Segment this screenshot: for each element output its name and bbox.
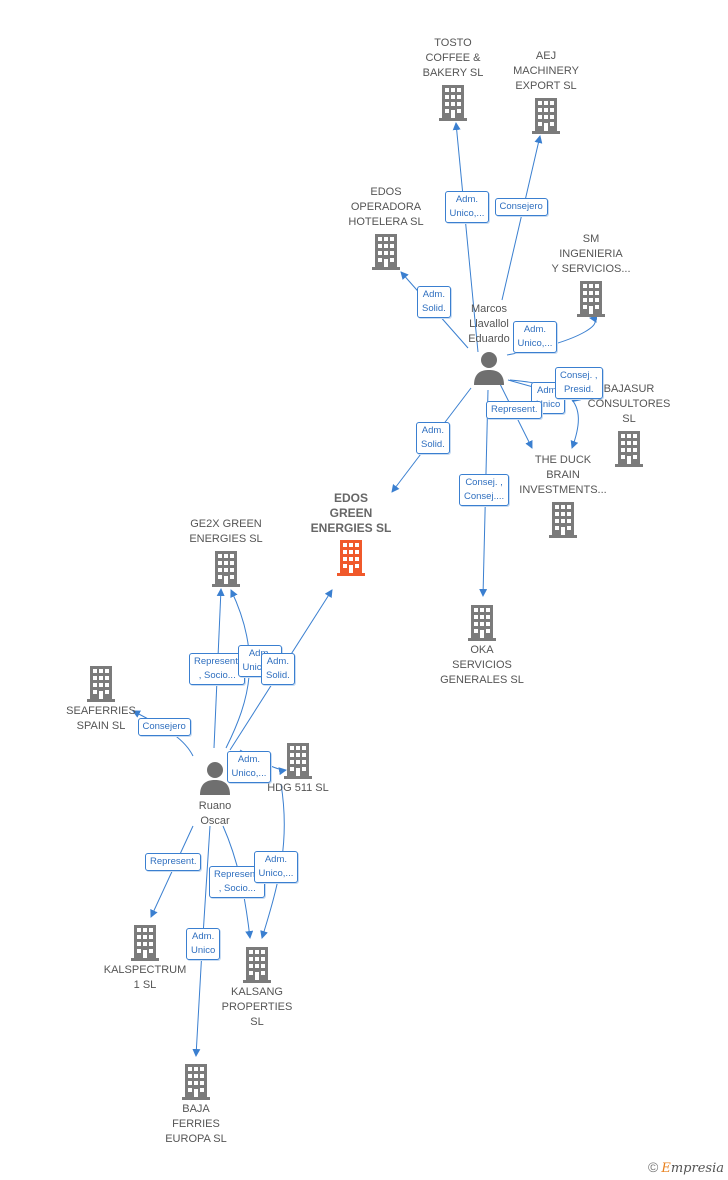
building-icon-duck[interactable] — [549, 502, 577, 538]
edge-marcos-tosto — [452, 122, 479, 353]
building-icon-tosto[interactable] — [439, 85, 467, 121]
edge-ruano-kalspectrum — [150, 825, 194, 918]
edge-label[interactable]: Adm. Unico — [186, 928, 221, 960]
node-label-marcos[interactable]: Marcos Llavallol Eduardo — [468, 303, 510, 345]
node-label-kalsang[interactable]: KALSANG PROPERTIES SL — [221, 986, 293, 1028]
edge-label[interactable]: Adm. Unico,... — [444, 191, 490, 223]
edge-marcos-aej — [501, 135, 543, 301]
edge-label[interactable]: Adm. Unico,... — [253, 851, 299, 883]
person-icon-ruano[interactable] — [200, 762, 230, 795]
node-label-baja[interactable]: BAJA FERRIES EUROPA SL — [165, 1103, 227, 1145]
node-label-bajasur[interactable]: BAJASUR CONSULTORES SL — [587, 383, 671, 425]
brand-logo-text: mpresia — [670, 1161, 724, 1176]
edge-label[interactable]: Adm. Unico,... — [226, 751, 272, 783]
node-label-duck[interactable]: THE DUCK BRAIN INVESTMENTS... — [519, 454, 607, 496]
building-icon-oka[interactable] — [468, 605, 496, 641]
edge-label[interactable]: Adm. Solid. — [416, 422, 450, 454]
brand-footer: ©Empresia — [648, 1159, 724, 1176]
edge-label[interactable]: Adm. Solid. — [417, 286, 451, 318]
node-label-sm[interactable]: SM INGENIERIA Y SERVICIOS... — [551, 233, 631, 275]
building-icon-seaferries[interactable] — [87, 666, 115, 702]
person-icon-marcos[interactable] — [474, 352, 504, 385]
edge-label[interactable]: Adm. Unico,... — [512, 321, 558, 353]
building-icon-kalsang[interactable] — [243, 947, 271, 983]
node-label-oka[interactable]: OKA SERVICIOS GENERALES SL — [440, 644, 524, 686]
node-label-seaferries[interactable]: SEAFERRIES SPAIN SL — [66, 705, 136, 732]
building-icon-ge2x[interactable] — [212, 551, 240, 587]
edge-label[interactable]: Consej. , Presid. — [555, 367, 603, 399]
copyright-icon: © — [648, 1159, 659, 1175]
node-label-ge2x[interactable]: GE2X GREEN ENERGIES SL — [189, 518, 263, 545]
node-label-hdg[interactable]: HDG 511 SL — [267, 782, 329, 794]
node-label-ruano[interactable]: Ruano Oscar — [198, 800, 232, 827]
node-label-tosto[interactable]: TOSTO COFFEE & BAKERY SL — [422, 37, 484, 79]
edge-label[interactable]: Represent. — [486, 401, 543, 419]
node-label-edos_op[interactable]: EDOS OPERADORA HOTELERA SL — [348, 186, 424, 228]
edge-label[interactable]: Represent. , Socio... — [189, 653, 246, 685]
building-icon-edos_op[interactable] — [372, 234, 400, 270]
building-icon-hdg[interactable] — [284, 743, 312, 779]
building-icon-aej[interactable] — [532, 98, 560, 134]
edge-label[interactable]: Represent. — [145, 853, 202, 871]
edge-label[interactable]: Consejero — [137, 718, 191, 736]
building-icon-kalspectrum[interactable] — [131, 925, 159, 961]
building-icon-edos_green[interactable] — [337, 540, 365, 576]
brand-logo-e: E — [661, 1161, 671, 1176]
building-icon-sm[interactable] — [577, 281, 605, 317]
node-label-kalspectrum[interactable]: KALSPECTRUM 1 SL — [103, 964, 187, 991]
edge-label[interactable]: Consej. , Consej.... — [459, 474, 510, 506]
edge-label[interactable]: Adm. Solid. — [261, 653, 295, 685]
edge-label[interactable]: Consejero — [494, 198, 548, 216]
node-label-aej[interactable]: AEJ MACHINERY EXPORT SL — [513, 50, 579, 92]
node-label-edos_green[interactable]: EDOS GREEN ENERGIES SL — [310, 491, 392, 535]
building-icon-baja[interactable] — [182, 1064, 210, 1100]
